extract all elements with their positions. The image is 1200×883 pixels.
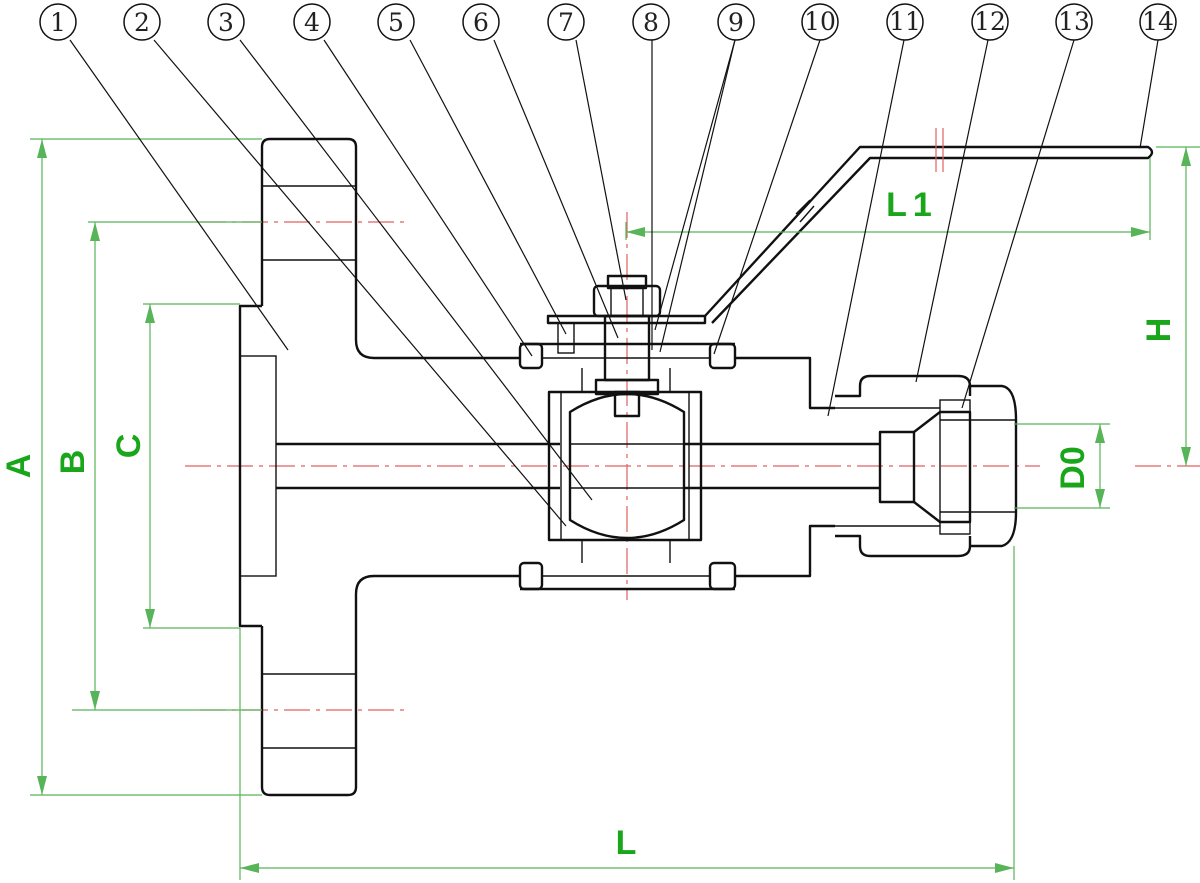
callout-2: 2 [123, 3, 161, 41]
callout-label: 13 [1058, 7, 1090, 36]
callout-12: 12 [971, 3, 1009, 41]
centerlines [185, 212, 1200, 711]
callout-10: 10 [801, 3, 839, 41]
dim-label-L: L [616, 824, 637, 862]
callout-label: 5 [388, 8, 404, 37]
callout-5: 5 [377, 3, 415, 41]
dim-label-C: C [110, 434, 148, 459]
dim-label-L1: L1 [886, 186, 938, 224]
callout-label: 10 [804, 7, 836, 36]
callout-label: 4 [304, 8, 320, 37]
callout-label: 7 [558, 8, 574, 37]
callout-7: 7 [547, 3, 585, 41]
dim-label-H: H [1140, 318, 1178, 343]
end-fitting [835, 374, 1018, 558]
callout-label: 8 [643, 8, 659, 37]
handle-lever [704, 145, 1154, 324]
dimension-labels: A B C L L1 H D0 [0, 186, 1178, 862]
dim-label-B: B [54, 450, 92, 475]
callout-4: 4 [293, 3, 331, 41]
callout-label: 11 [889, 7, 921, 36]
callout-13: 13 [1055, 3, 1093, 41]
callout-label: 14 [1142, 7, 1174, 36]
leader-lines [69, 39, 1159, 527]
callout-label: 9 [728, 8, 744, 37]
callouts: 1 2 3 4 5 6 7 8 [39, 3, 1177, 41]
stem-assembly [546, 274, 707, 382]
callout-label: 1 [50, 8, 66, 37]
dim-label-D0: D0 [1054, 446, 1092, 489]
callout-11: 11 [886, 3, 924, 41]
callout-9: 9 [717, 3, 755, 41]
callout-14: 14 [1139, 3, 1177, 41]
callout-label: 12 [974, 7, 1006, 36]
dim-label-A: A [0, 454, 38, 479]
callout-label: 3 [218, 8, 234, 37]
callout-1: 1 [39, 3, 77, 41]
flange [238, 137, 560, 797]
callout-label: 6 [473, 8, 489, 37]
callout-3: 3 [207, 3, 245, 41]
callout-6: 6 [462, 3, 500, 41]
callout-label: 2 [134, 8, 150, 37]
callout-8: 8 [632, 3, 670, 41]
dimension-lines [30, 128, 1200, 880]
